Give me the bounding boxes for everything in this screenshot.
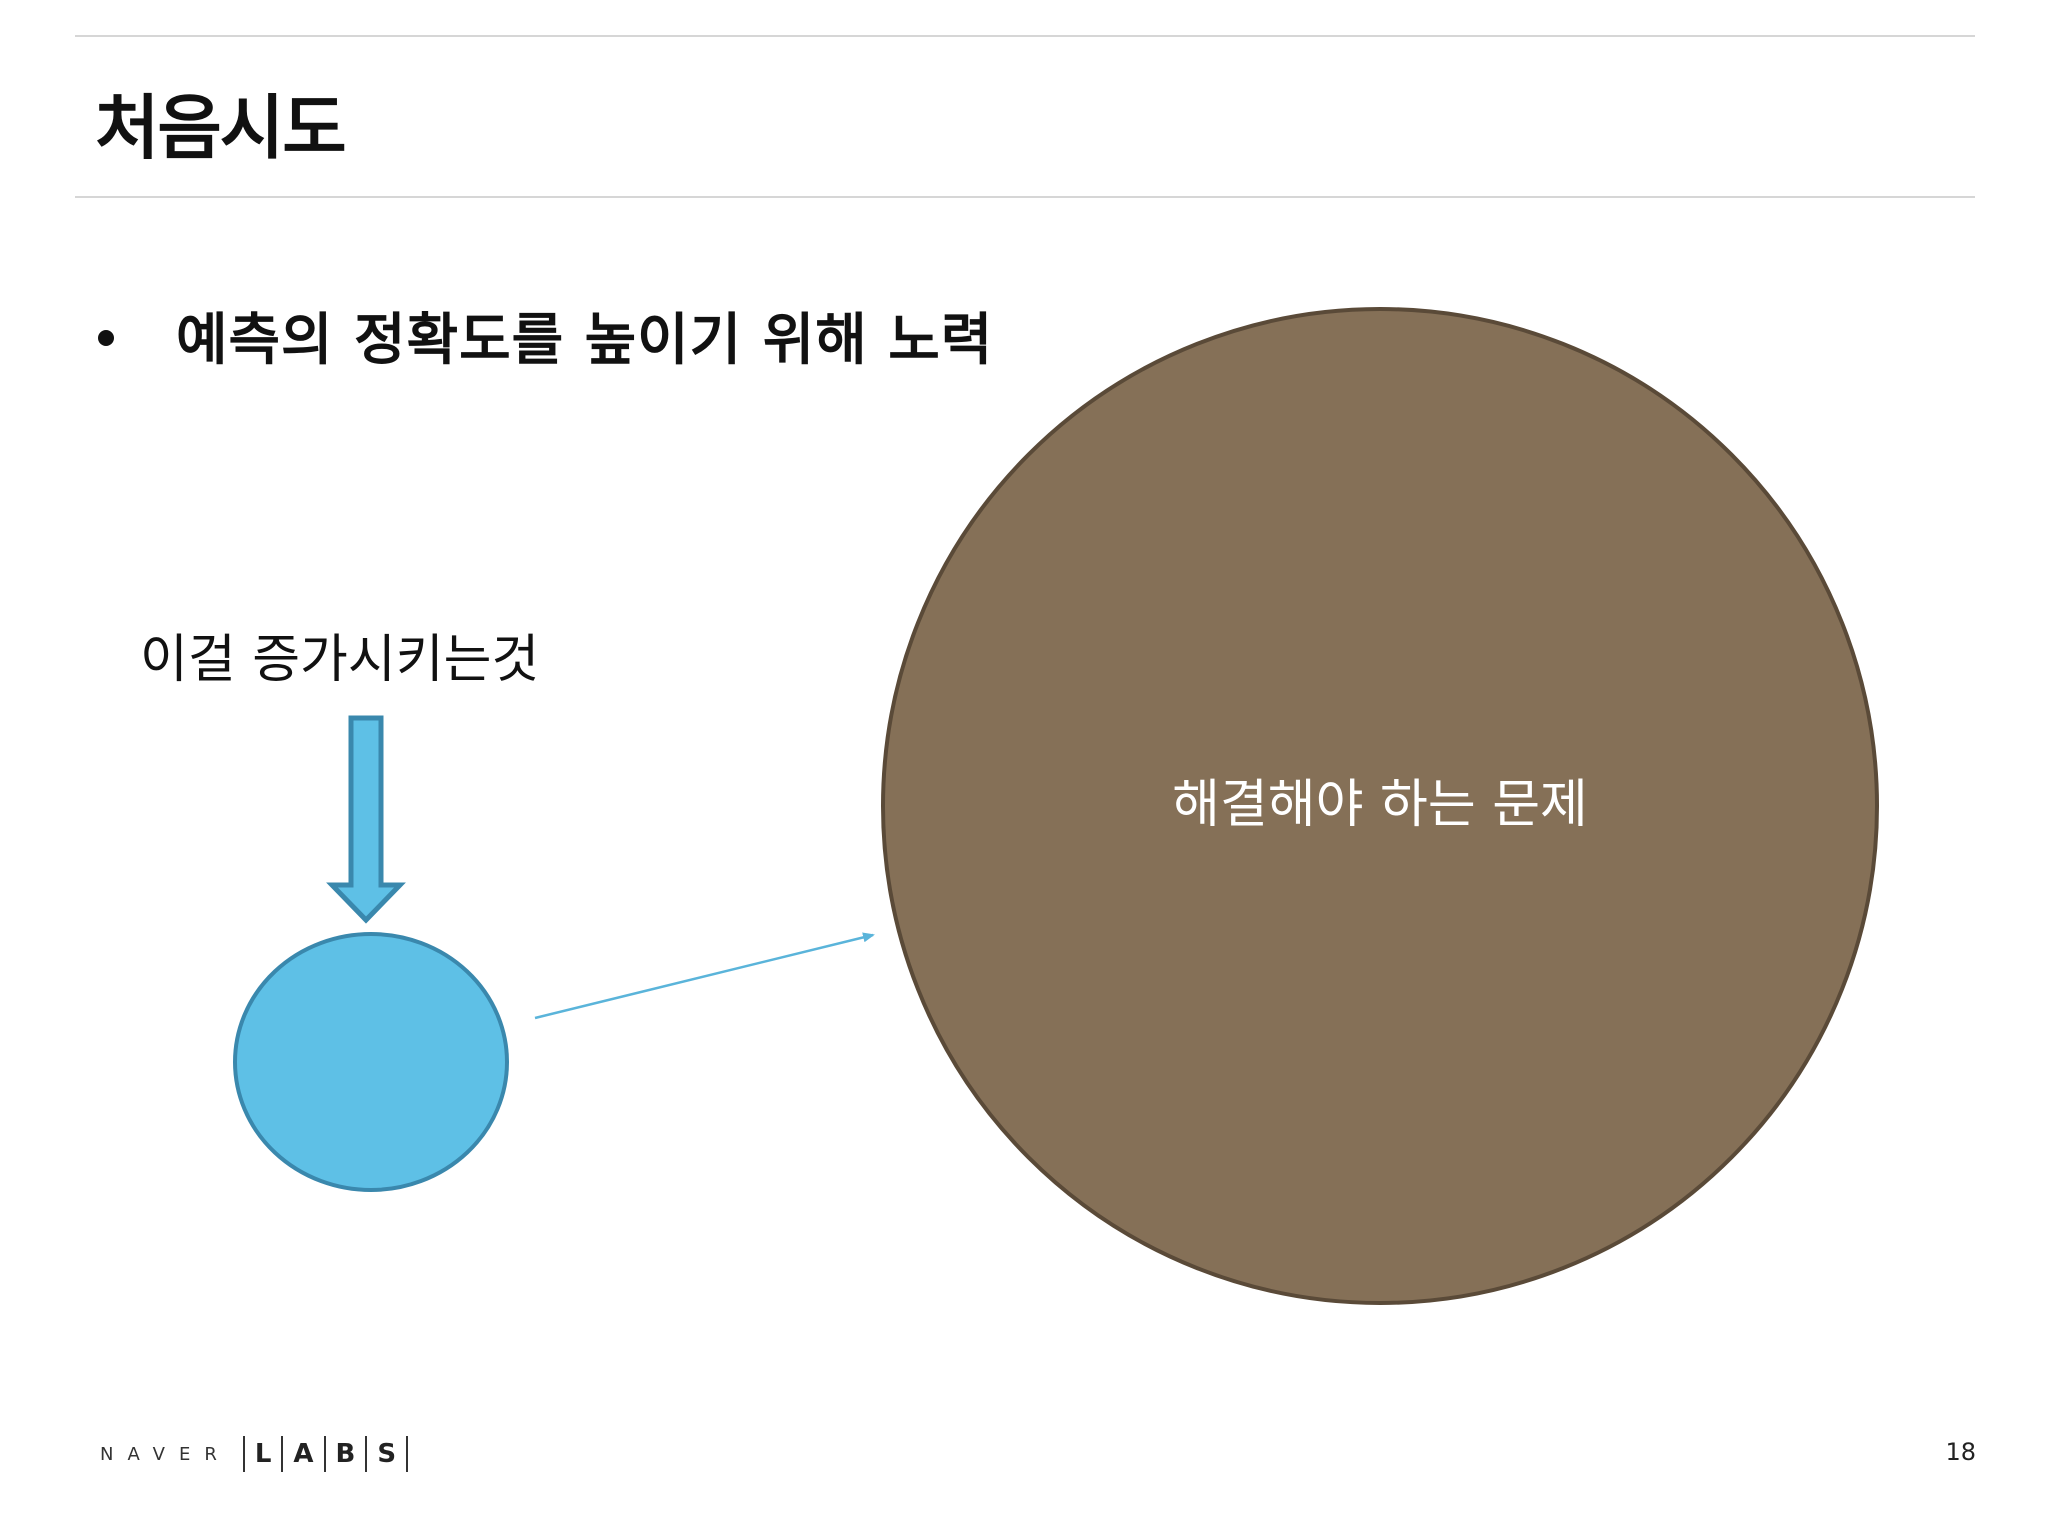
logo-divider [242,1436,245,1472]
logo-divider [365,1436,368,1472]
logo-divider [323,1436,326,1472]
logo-divider [281,1436,284,1472]
naver-labs-logo: NAVER L A B S [100,1434,418,1474]
page-title: 처음시도 [95,87,347,169]
bullet-text: 예측의 정확도를 높이기 위해 노력 [176,307,994,373]
title-divider [75,196,1975,198]
bullet-dot-icon [98,330,114,346]
problem-circle [881,307,1879,1305]
logo-letter: B [335,1439,356,1469]
logo-naver-text: NAVER [100,1443,231,1465]
logo-letter: S [377,1439,397,1469]
problem-label: 해결해야 하는 문제 [1172,775,1588,835]
down-arrow-icon [326,715,406,924]
bullet-item: 예측의 정확도를 높이기 위해 노력 [98,295,993,375]
logo-letter: A [293,1439,314,1469]
logo-letter: L [254,1439,272,1469]
logo-divider [406,1436,409,1472]
connector-arrow-icon [534,932,875,1020]
top-rule [75,35,1975,37]
accuracy-circle [233,932,509,1192]
page-number: 18 [1945,1438,1976,1466]
increase-label: 이걸 증가시키는것 [140,630,540,690]
